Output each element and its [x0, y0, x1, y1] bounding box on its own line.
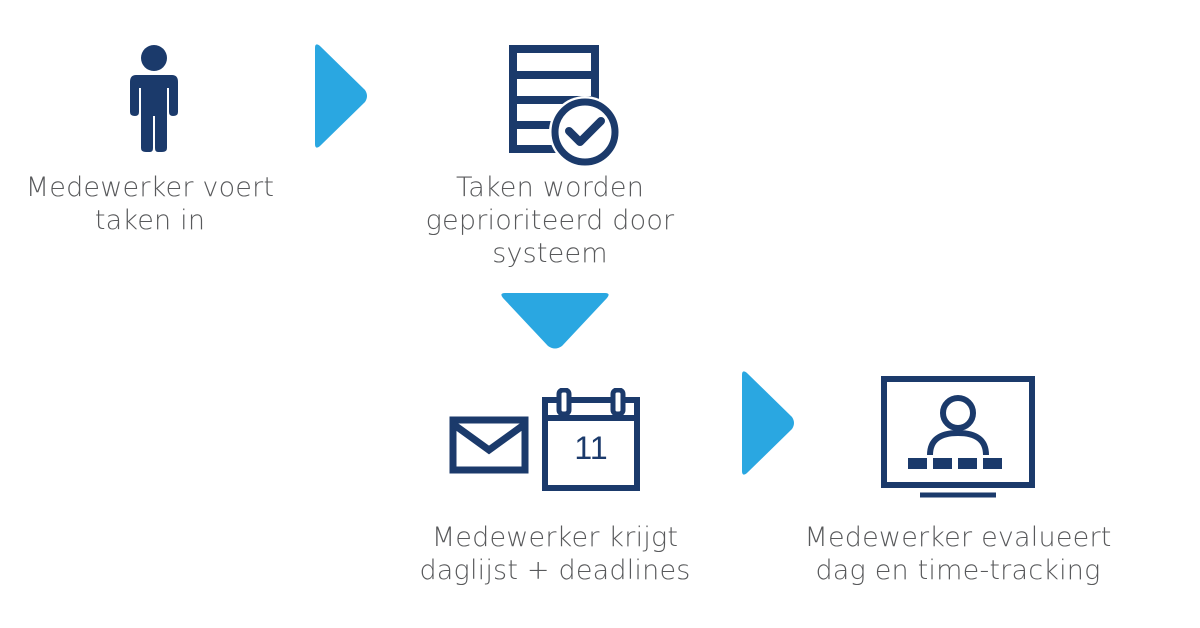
- step-2-caption: Taken worden geprioriteerd door systeem: [425, 172, 675, 269]
- step-4-caption: Medewerker evalueert dag en time-trackin…: [804, 522, 1112, 586]
- mail-icon: [449, 416, 529, 474]
- list-check-icon: [509, 45, 621, 168]
- calendar-icon: [542, 388, 640, 491]
- calendar-day: 11: [574, 430, 608, 466]
- step-1-caption: Medewerker voert taken in: [25, 172, 275, 236]
- step-3-caption: Medewerker krijgt daglijst + deadlines: [419, 522, 691, 586]
- arrow-down-icon: [501, 293, 609, 349]
- arrow-right-icon: [315, 44, 367, 148]
- monitor-user-icon: [881, 376, 1035, 498]
- person-icon: [130, 45, 178, 152]
- arrow-right-icon: [742, 371, 794, 475]
